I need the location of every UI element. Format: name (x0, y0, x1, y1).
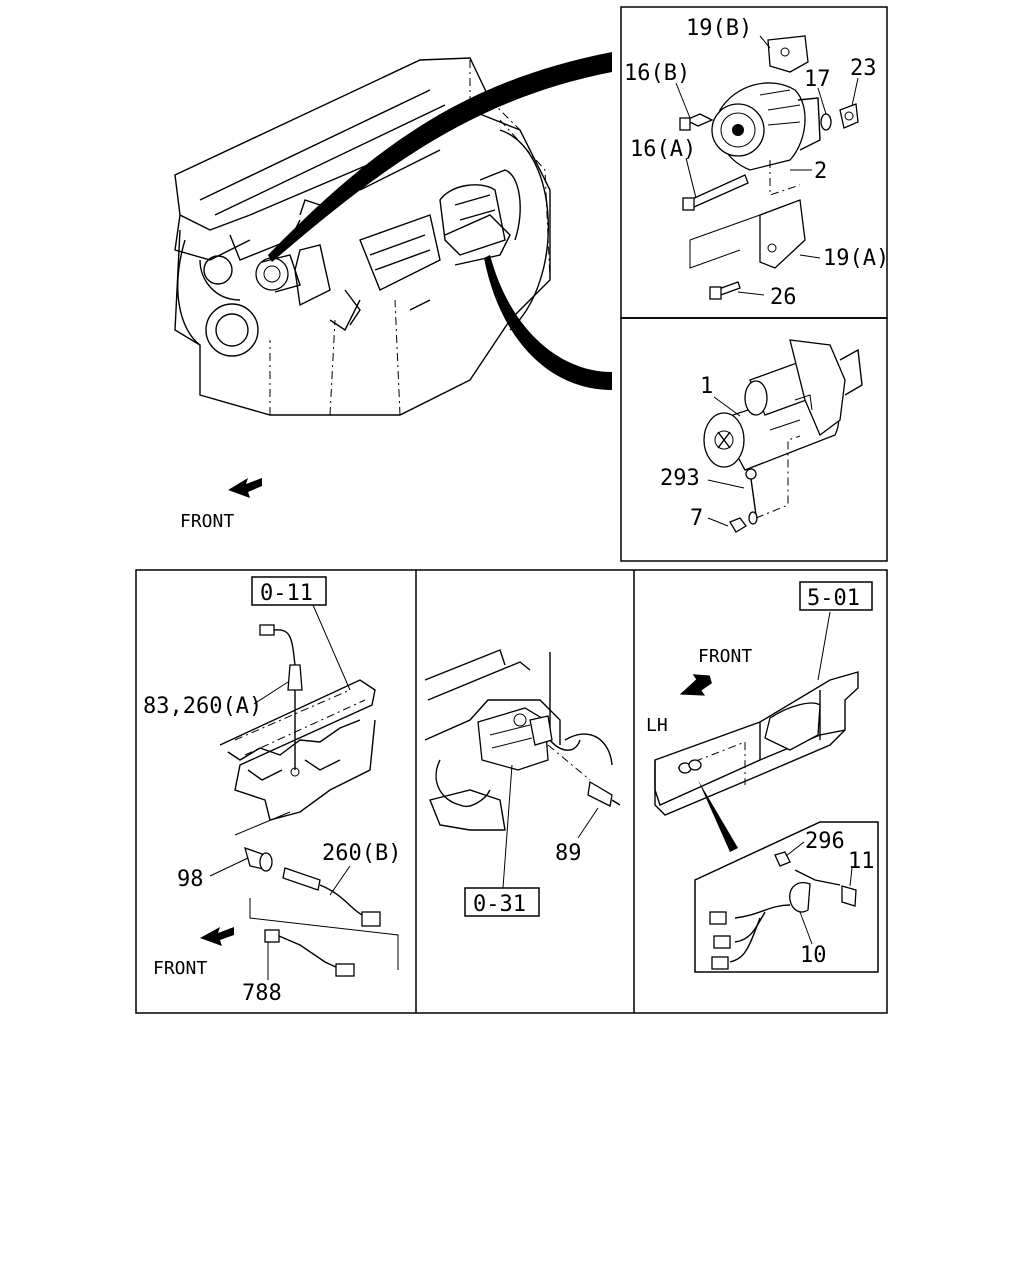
panel1-drawing (219, 624, 399, 977)
leader-wedge-inset (698, 780, 738, 852)
label-2: 2 (814, 159, 827, 184)
front-arrow-main (228, 478, 262, 498)
label-293: 293 (660, 466, 700, 491)
starter-box (620, 317, 888, 562)
label-10: 10 (800, 943, 827, 968)
ref-0-11: 0-11 (260, 581, 313, 606)
front-arrow-panel1 (200, 927, 234, 946)
front-label-panel3: FRONT (698, 646, 752, 667)
ref-5-01: 5-01 (807, 586, 860, 611)
label-296: 296 (805, 829, 845, 854)
ref-box-0-11 (251, 576, 327, 606)
leader-sweep-alternator (268, 52, 612, 262)
ref-box-0-31 (464, 887, 540, 917)
label-89: 89 (555, 841, 582, 866)
label-16a: 16(A) (630, 137, 696, 162)
bottom-panels-box (135, 569, 888, 1014)
panel2-drawing (424, 649, 621, 831)
label-16b: 16(B) (624, 61, 690, 86)
engine-drawing (174, 57, 551, 416)
front-label-panel1: FRONT (153, 958, 207, 979)
label-260b: 260(B) (322, 841, 401, 866)
label-98: 98 (177, 867, 204, 892)
starter-drawing (703, 339, 863, 533)
alternator-drawing (679, 35, 859, 300)
frame-rail-drawing (654, 671, 859, 816)
label-17: 17 (804, 67, 831, 92)
label-lh: LH (646, 715, 668, 736)
front-arrow-panel3 (679, 674, 712, 696)
ref-box-5-01 (799, 581, 873, 611)
leader-sweep-starter (484, 255, 612, 390)
label-19a: 19(A) (823, 246, 889, 271)
label-788: 788 (242, 981, 282, 1006)
label-7: 7 (690, 506, 703, 531)
label-11: 11 (848, 849, 875, 874)
label-83-260a: 83,260(A) (143, 694, 262, 719)
label-23: 23 (850, 56, 877, 81)
label-1: 1 (700, 374, 713, 399)
label-19b: 19(B) (686, 16, 752, 41)
label-26: 26 (770, 285, 797, 310)
inset-box (694, 821, 879, 973)
inset-drawing (709, 851, 857, 970)
front-label-main: FRONT (180, 511, 234, 532)
ref-0-31: 0-31 (473, 892, 526, 917)
